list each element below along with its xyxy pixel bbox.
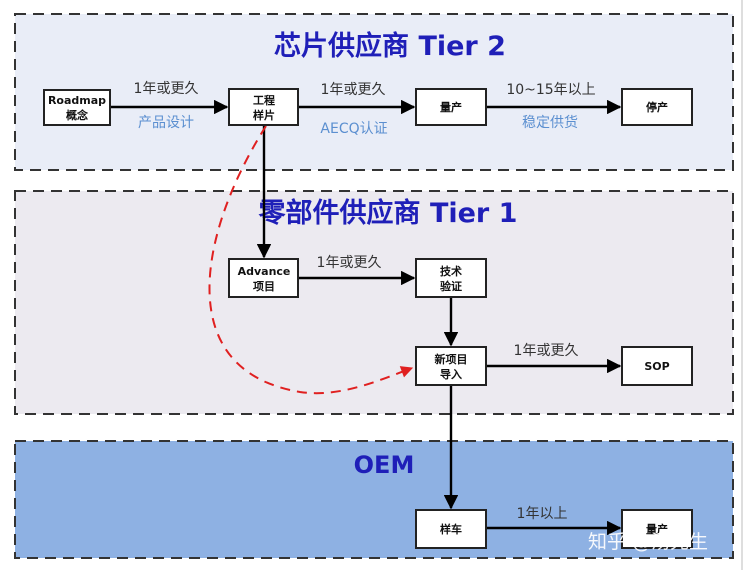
box-advance-project-line2: 项目 <box>253 280 275 293</box>
box-tech-validation[interactable]: 技术 验证 <box>415 258 487 298</box>
edge-label-roadmap-to-sample-top: 1年或更久 <box>134 81 199 97</box>
box-new-project-intro-line2: 导入 <box>440 368 462 381</box>
edge-label-advance-to-validation-top: 1年或更久 <box>317 255 382 271</box>
edge-label-sample-to-mass-top: 1年或更久 <box>321 82 386 98</box>
tier1-frame <box>14 190 734 415</box>
box-mass-production-oem[interactable]: 量产 <box>621 509 693 549</box>
box-sop-label: SOP <box>644 360 669 373</box>
dashed-shortcut-arrow <box>208 125 414 395</box>
edge-label-samplecar-to-mass-top: 1年以上 <box>517 506 568 522</box>
box-mass-production-chip-label: 量产 <box>440 100 462 114</box>
box-tech-validation-line2: 验证 <box>440 279 462 293</box>
box-discontinued[interactable]: 停产 <box>621 88 693 126</box>
box-roadmap-line2: 概念 <box>66 108 89 122</box>
box-sop[interactable]: SOP <box>621 346 693 386</box>
edge-label-roadmap-to-sample-bottom: 产品设计 <box>138 115 194 131</box>
box-engineering-sample-line2: 样片 <box>253 108 275 122</box>
box-advance-project[interactable]: Advance 项目 <box>228 258 299 298</box>
tier2-frame <box>14 13 734 171</box>
box-advance-project-line1: Advance <box>238 265 291 278</box>
box-mass-production-chip[interactable]: 量产 <box>415 88 487 126</box>
box-new-project-intro[interactable]: 新项目 导入 <box>415 346 487 386</box>
box-mass-production-oem-label: 量产 <box>646 522 668 536</box>
edge-label-mass-to-discontinued-bottom: 稳定供货 <box>522 114 578 131</box>
box-new-project-intro-line1: 新项目 <box>435 352 468 366</box>
box-roadmap[interactable]: Roadmap 概念 <box>43 89 111 126</box>
edge-label-mass-to-discontinued-top: 10~15年以上 <box>506 82 595 98</box>
box-roadmap-line1: Roadmap <box>48 94 106 107</box>
oem-title: OEM <box>354 451 415 479</box>
box-tech-validation-line1: 技术 <box>440 264 462 278</box>
box-discontinued-label: 停产 <box>646 100 668 114</box>
edge-label-sample-to-mass-bottom: AECQ认证 <box>320 121 387 137</box>
oem-frame <box>14 440 734 559</box>
box-engineering-sample-line1: 工程 <box>253 93 275 107</box>
tier1-title: 零部件供应商 Tier 1 <box>258 197 518 229</box>
box-engineering-sample[interactable]: 工程 样片 <box>228 88 299 126</box>
watermark: 知乎 @汤先生 <box>588 531 708 553</box>
edge-label-intro-to-sop-top: 1年或更久 <box>514 343 579 359</box>
box-sample-car-label: 样车 <box>440 522 462 536</box>
tier2-title: 芯片供应商 Tier 2 <box>274 30 506 62</box>
box-sample-car[interactable]: 样车 <box>415 509 487 549</box>
